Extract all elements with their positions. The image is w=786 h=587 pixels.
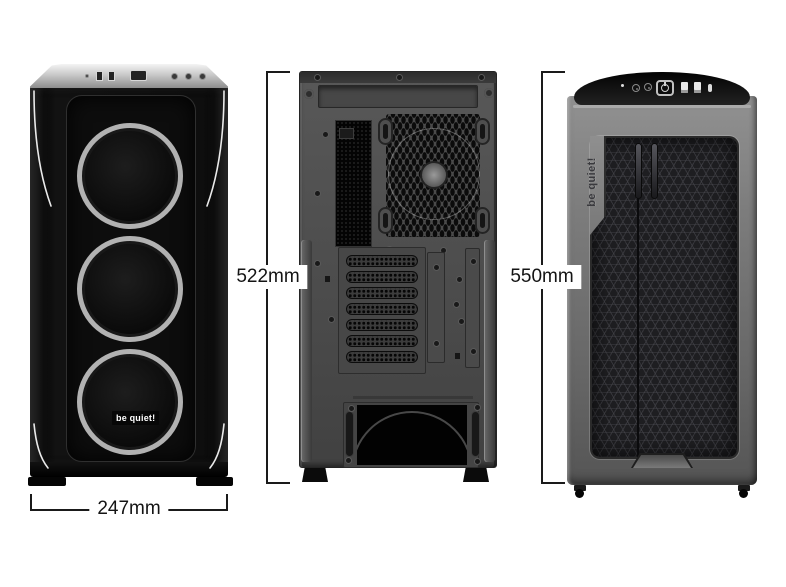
screw-icon: [434, 341, 439, 346]
case-foot: [738, 485, 750, 491]
front-fans: [77, 123, 183, 455]
psu-cutout: [357, 405, 467, 465]
pci-slot: [346, 319, 418, 331]
case-foot: [28, 477, 66, 486]
case-foot-ball: [575, 489, 584, 498]
vertical-brand-label: be quiet!: [586, 157, 598, 207]
screw-icon: [315, 75, 320, 80]
case-foot: [302, 468, 328, 482]
rear-bracket: [427, 252, 445, 363]
pci-slot: [346, 351, 418, 363]
pci-slot: [346, 335, 418, 347]
dimension-tick-left: [30, 494, 32, 511]
psu-recess-line: [353, 396, 473, 399]
case-foot: [574, 485, 586, 491]
psu-mount-slot: [346, 412, 353, 456]
screw-icon: [457, 277, 462, 282]
screw-icon: [397, 75, 402, 80]
io-connector: [339, 128, 354, 139]
pci-slot: [346, 271, 418, 283]
dimension-tick-bottom: [541, 482, 565, 484]
fan-mount-slot: [378, 118, 393, 145]
fan-mount-slot: [475, 118, 490, 145]
pci-slot: [346, 303, 418, 315]
rear-bracket: [465, 248, 480, 368]
rear-fan-grille: [386, 114, 480, 237]
side-panel-rail: [301, 240, 312, 462]
fan: [77, 123, 183, 229]
front-case-bottom-trim: [30, 462, 228, 477]
width-dimension-label: 247mm: [89, 497, 169, 521]
thumbscrew-icon: [484, 88, 494, 98]
fan-hub: [422, 163, 446, 187]
screw-icon: [471, 349, 476, 354]
audio-jack-icon: [199, 73, 206, 80]
audio-jack-icon: [632, 84, 640, 92]
screw-icon: [475, 405, 480, 410]
screw-icon: [315, 191, 320, 196]
screw-icon: [459, 319, 464, 324]
fan-blade-sheen: [388, 128, 480, 220]
main-port-icon: [130, 70, 147, 81]
case-front-mesh-view: be quiet!: [567, 72, 757, 498]
screw-icon: [475, 459, 480, 464]
mesh-accent-slot: [652, 144, 657, 198]
mesh-center-groove: [637, 198, 639, 457]
top-trim-strip: [573, 105, 751, 108]
rear-top-vent-slot: [318, 85, 478, 108]
psu-mount-slot: [472, 412, 479, 456]
side-panel-rail: [484, 240, 495, 462]
screw-icon: [441, 248, 446, 253]
fan: [77, 349, 183, 455]
case-foot-ball: [739, 489, 748, 498]
mount-tab: [325, 276, 330, 282]
front-case-top-panel: [30, 64, 228, 88]
case-foot: [196, 477, 233, 486]
screw-icon: [471, 259, 476, 264]
usb-port-icon: [108, 71, 115, 81]
audio-jack-icon: [644, 83, 652, 91]
thumbscrew-icon: [304, 89, 314, 99]
front-mesh-panel: [592, 138, 737, 457]
audio-jack-icon: [185, 73, 192, 80]
usb-c-port-icon: [708, 84, 712, 92]
dimension-tick-top: [266, 71, 290, 73]
screw-icon: [454, 302, 459, 307]
fan-mount-slot: [378, 207, 393, 234]
front-height-dimension-label: 550mm: [502, 265, 582, 289]
screw-icon: [323, 132, 328, 137]
screw-icon: [329, 317, 334, 322]
usb-a-port-icon: [681, 82, 688, 93]
screw-icon: [315, 261, 320, 266]
case-rear-view: [299, 71, 497, 483]
power-button-icon: [656, 80, 674, 96]
door-handle-notch-inner: [633, 455, 691, 468]
usb-port-icon: [96, 71, 103, 81]
pci-slot: [346, 287, 418, 299]
audio-jack-icon: [171, 73, 178, 80]
screw-icon: [349, 406, 354, 411]
brand-label: be quiet!: [112, 411, 160, 425]
screw-icon: [434, 265, 439, 270]
io-shield-cutout: [335, 120, 372, 247]
fan: [77, 236, 183, 342]
dimension-tick-right: [226, 494, 228, 511]
screw-icon: [346, 458, 351, 463]
mount-tab: [455, 353, 460, 359]
pci-slot: [346, 255, 418, 267]
pci-slot-covers: [346, 255, 418, 363]
frame-brand-facet: [590, 136, 606, 235]
dimension-tick-bottom: [266, 482, 290, 484]
psu-fan-sheen: [357, 411, 467, 465]
rear-height-dimension-label: 522mm: [228, 265, 308, 289]
led-icon: [621, 84, 624, 87]
dimension-tick-top: [541, 71, 565, 73]
usb-a-port-icon: [694, 82, 701, 93]
mesh-accent-slot: [636, 144, 641, 198]
fan-mount-slot: [475, 207, 490, 234]
led-icon: [85, 74, 89, 78]
case-foot: [463, 468, 489, 482]
case-front-view: be quiet!: [28, 64, 233, 486]
screw-icon: [479, 75, 484, 80]
